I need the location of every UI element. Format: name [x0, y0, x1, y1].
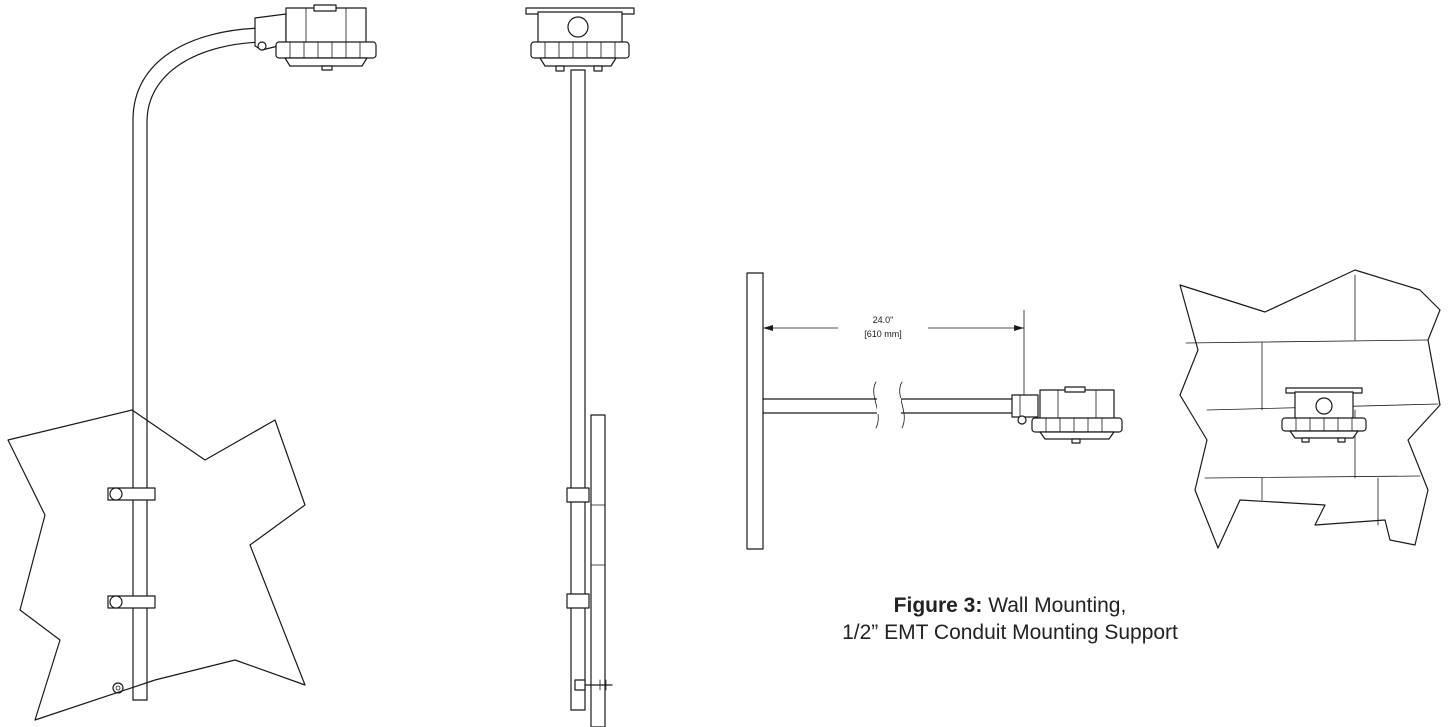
dimension-line: 24.0" [610 mm]: [763, 310, 1025, 396]
view-front-conduit: [525, 7, 635, 727]
view-wall-front: [1179, 269, 1441, 549]
clamp-front-lower: [566, 593, 590, 609]
fixture-wall-mount: [1011, 386, 1123, 444]
fixture-side-view: [254, 4, 377, 71]
figure-title: Wall Mounting,: [982, 594, 1127, 617]
caption-line-1: Figure 3: Wall Mounting,: [820, 592, 1200, 619]
conduit-straight: [570, 69, 586, 711]
clamp-front-upper: [566, 487, 590, 503]
break-mark-left: [873, 381, 879, 429]
wall-plate-front: [590, 414, 606, 727]
view-side-conduit: [7, 4, 377, 721]
view-wall-mount-dimension: 24.0" [610 mm]: [746, 272, 1123, 550]
figure-label: Figure 3:: [893, 594, 983, 617]
fixture-wall-front: [1281, 387, 1367, 443]
figure-caption: Figure 3: Wall Mounting, 1/2” EMT Condui…: [820, 592, 1200, 646]
clamp-lower: [107, 595, 156, 609]
bolt-head: [112, 682, 124, 694]
conduit-curved-inner: [146, 41, 263, 701]
break-mark-right: [899, 381, 905, 429]
fixture-front-view: [525, 7, 635, 72]
wall-plate-zigzag: [7, 409, 306, 721]
caption-line-2: 1/2” EMT Conduit Mounting Support: [842, 621, 1178, 644]
bolt-front: [574, 679, 613, 691]
conduit-curved: [132, 27, 263, 701]
dimension-imperial: 24.0": [873, 315, 894, 325]
dimension-metric: [610 mm]: [864, 329, 902, 339]
wall-plate-vertical: [746, 272, 764, 550]
clamp-upper: [107, 487, 156, 501]
